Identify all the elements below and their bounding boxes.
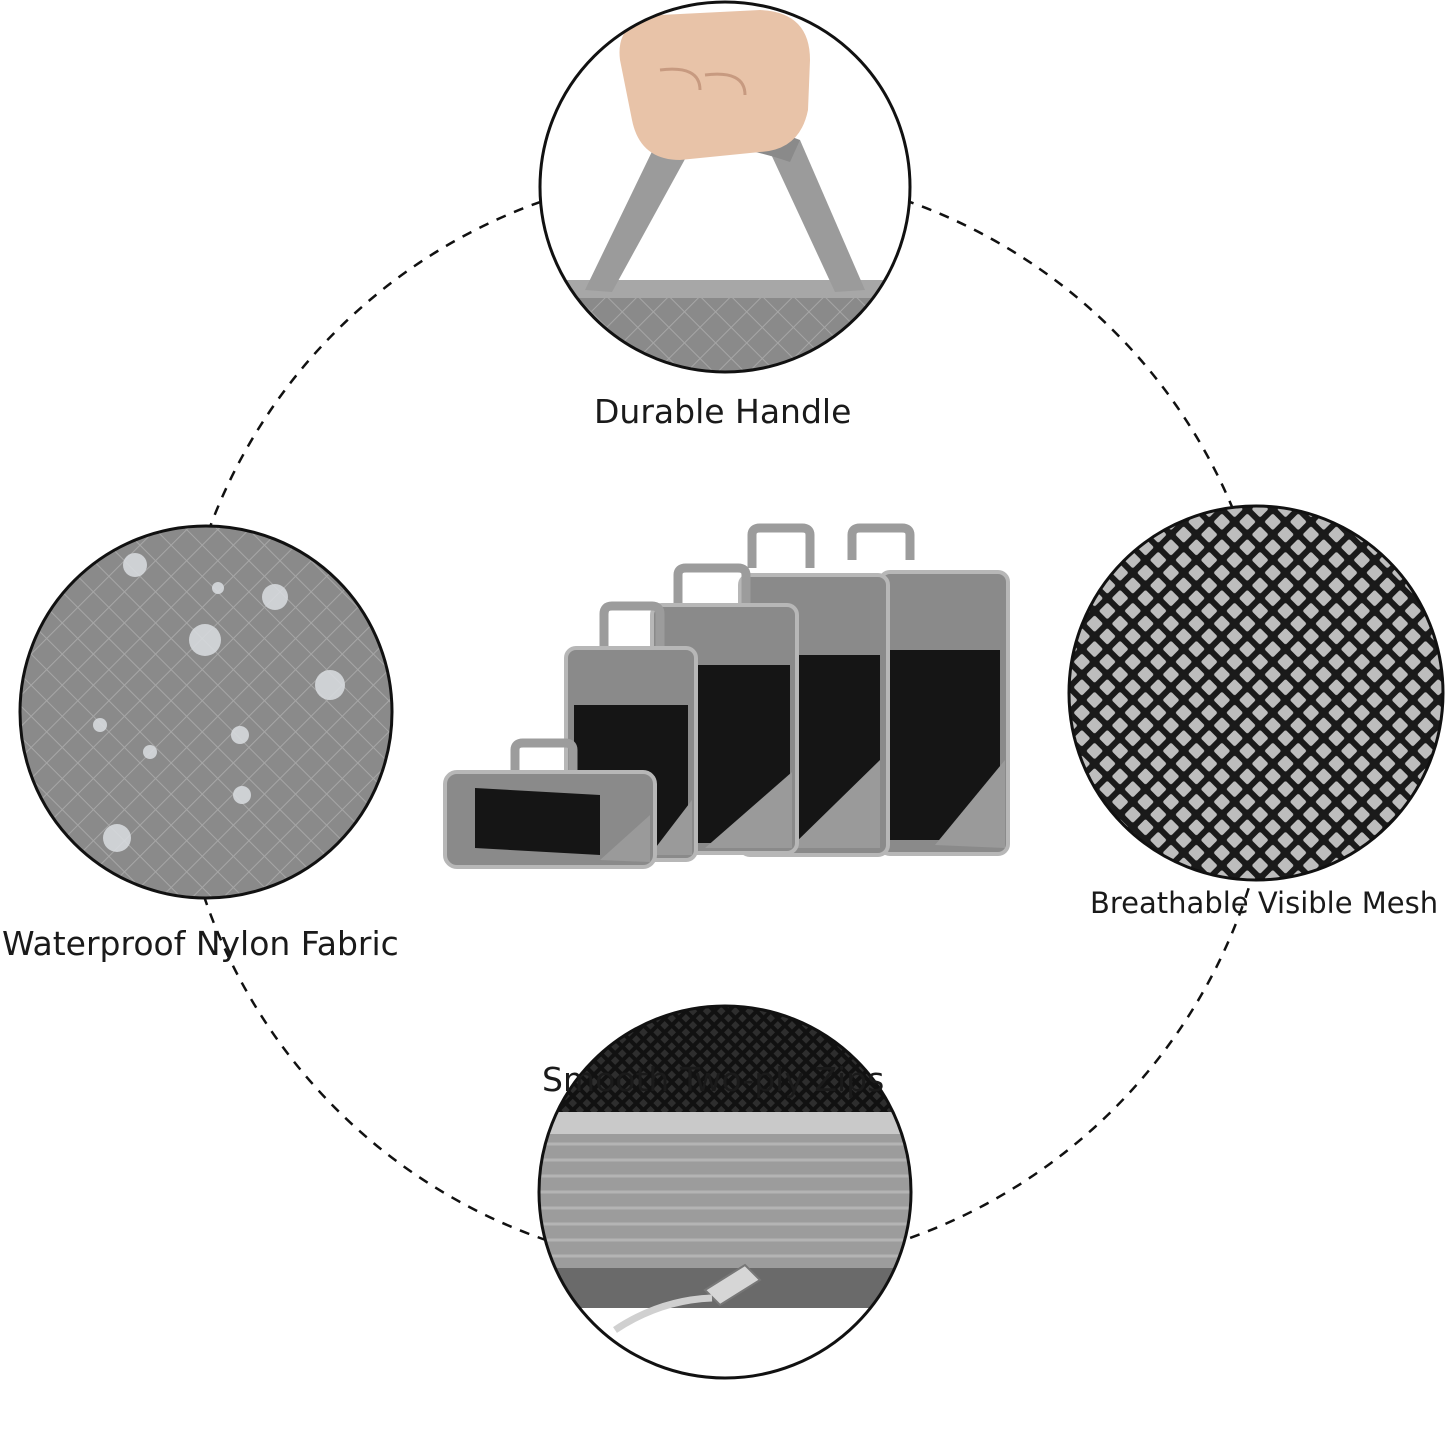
packing-cube-xs (443, 738, 657, 869)
two-ply-zips-label: Smooth Two-ply Zips (542, 1060, 885, 1099)
packing-cube-xl (847, 523, 1010, 856)
packing-cubes-set-photo (443, 523, 1010, 869)
mesh-closeup-photo (1067, 504, 1445, 882)
waterproof-nylon-label: Waterproof Nylon Fabric (2, 924, 399, 963)
durable-handle-label: Durable Handle (594, 392, 852, 431)
water-droplets-on-fabric-photo (18, 524, 394, 900)
hand-holding-handle-photo (538, 0, 912, 374)
zipper-closeup-photo (537, 1004, 913, 1380)
breathable-mesh-label: Breathable Visible Mesh (1090, 886, 1439, 920)
